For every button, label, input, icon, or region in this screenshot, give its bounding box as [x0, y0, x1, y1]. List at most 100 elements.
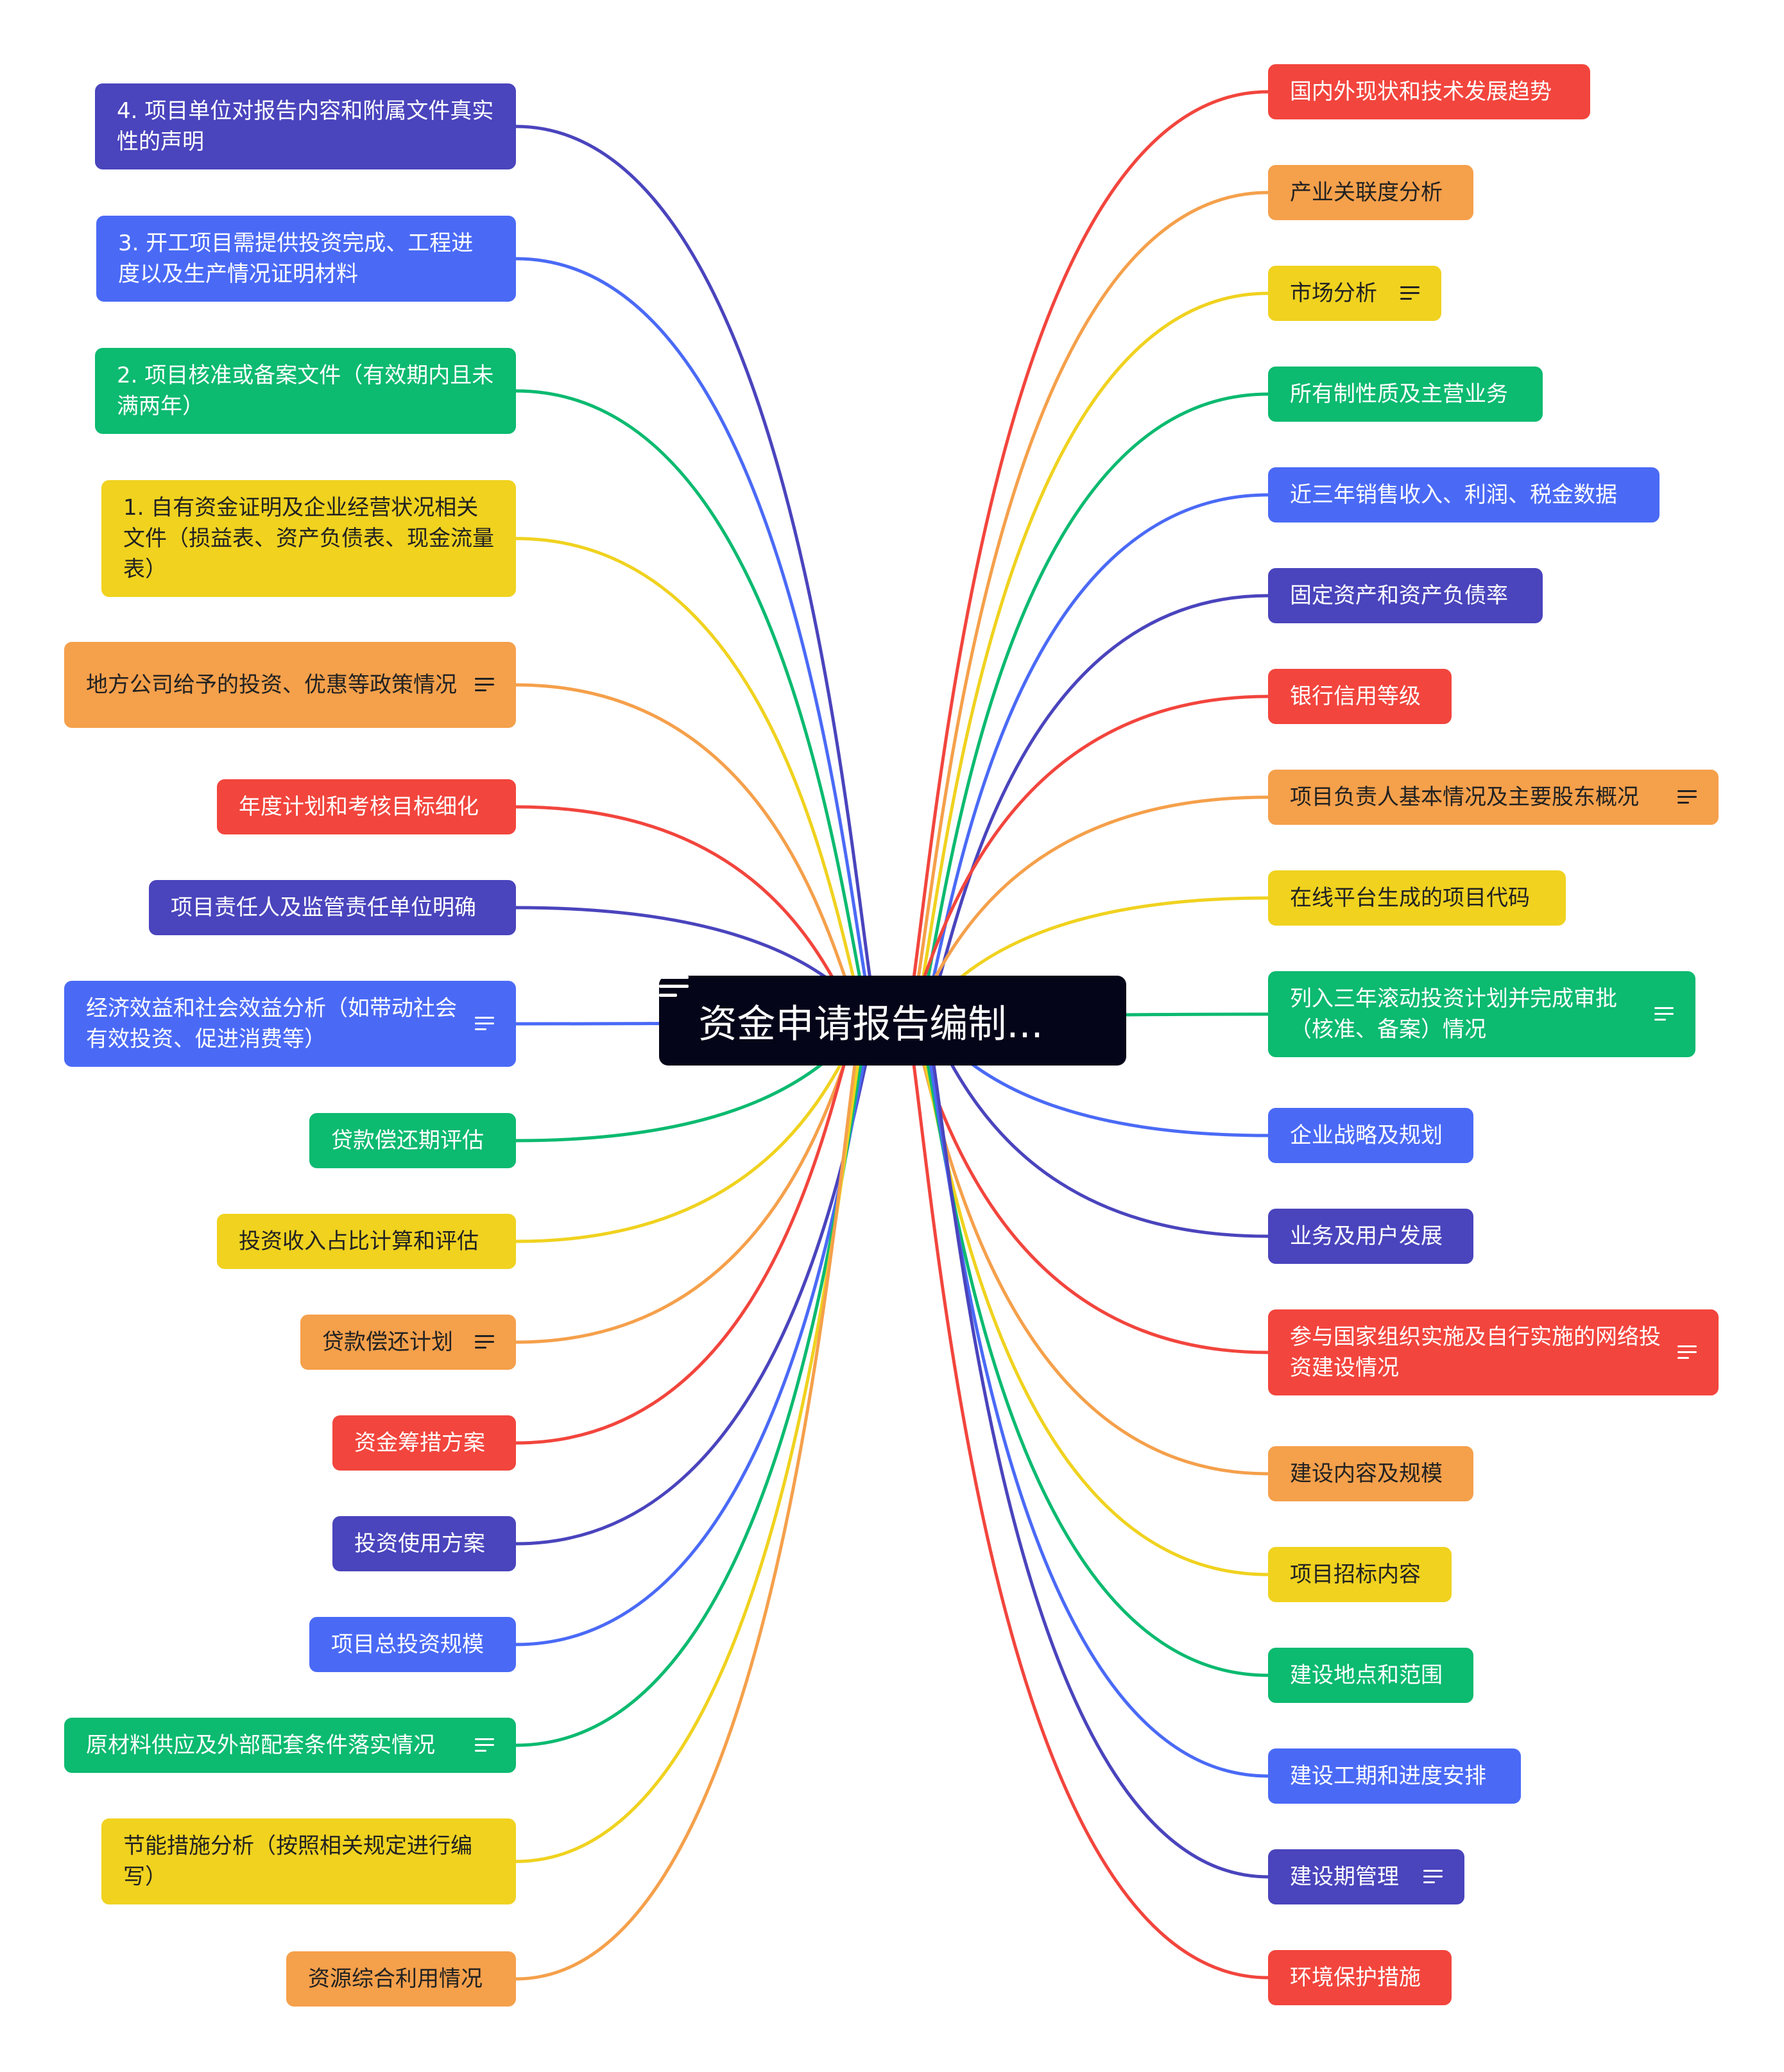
right-connector	[909, 191, 1269, 1021]
note-icon[interactable]	[1423, 1870, 1443, 1884]
right-topic[interactable]: 固定资产和资产负债率	[1268, 568, 1543, 623]
topic-label: 参与国家组织实施及自行实施的网络投资建设情况	[1290, 1324, 1661, 1381]
right-topic[interactable]: 建设地点和范围	[1268, 1648, 1473, 1703]
topic-label: 企业战略及规划	[1290, 1123, 1443, 1148]
right-topic[interactable]: 环境保护措施	[1268, 1950, 1452, 2005]
right-topic[interactable]: 建设期管理	[1268, 1849, 1464, 1904]
right-topic[interactable]: 建设内容及规模	[1268, 1446, 1473, 1501]
note-icon[interactable]	[1677, 790, 1697, 804]
left-connector	[515, 1020, 875, 1646]
right-topic[interactable]: 业务及用户发展	[1268, 1209, 1473, 1264]
topic-label: 项目总投资规模	[331, 1632, 484, 1657]
right-connector	[917, 392, 1269, 1021]
left-topic[interactable]: 2. 项目核准或备案文件（有效期内且未满两年）	[95, 348, 516, 434]
left-topic[interactable]: 投资使用方案	[332, 1516, 516, 1571]
topic-label: 4. 项目单位对报告内容和附属文件真实性的声明	[117, 98, 494, 155]
left-topic[interactable]: 贷款偿还计划	[300, 1315, 516, 1370]
left-connector	[515, 389, 871, 1021]
note-icon[interactable]	[475, 678, 494, 692]
left-topic[interactable]: 原材料供应及外部配套条件落实情况	[64, 1718, 516, 1773]
left-connector	[515, 683, 863, 1022]
left-topic[interactable]: 项目责任人及监管责任单位明确	[149, 880, 516, 935]
right-connector	[921, 493, 1269, 1021]
note-icon[interactable]	[1400, 286, 1419, 300]
right-topic[interactable]: 近三年销售收入、利润、税金数据	[1268, 467, 1660, 522]
right-topic[interactable]: 建设工期和进度安排	[1268, 1748, 1521, 1804]
topic-label: 项目招标内容	[1290, 1562, 1421, 1587]
right-topic[interactable]: 在线平台生成的项目代码	[1268, 870, 1566, 926]
topic-label: 列入三年滚动投资计划并完成审批（核准、备案）情况	[1290, 986, 1617, 1042]
left-topic[interactable]: 节能措施分析（按照相关规定进行编写）	[101, 1818, 516, 1904]
left-topic[interactable]: 项目总投资规模	[309, 1617, 516, 1672]
topic-label: 投资使用方案	[354, 1531, 485, 1557]
right-connector	[905, 90, 1269, 1021]
topic-label: 经济效益和社会效益分析（如带动社会有效投资、促进消费等）	[86, 996, 457, 1052]
note-icon[interactable]	[475, 1335, 494, 1349]
right-topic[interactable]: 项目负责人基本情况及主要股东概况	[1268, 770, 1719, 825]
topic-label: 年度计划和考核目标细化	[239, 794, 479, 820]
right-topic[interactable]: 参与国家组织实施及自行实施的网络投资建设情况	[1268, 1309, 1719, 1395]
topic-label: 贷款偿还期评估	[331, 1128, 484, 1153]
left-connector	[515, 1020, 871, 1747]
left-topic[interactable]: 4. 项目单位对报告内容和附属文件真实性的声明	[95, 83, 516, 169]
right-topic[interactable]: 市场分析	[1268, 266, 1441, 321]
topic-label: 节能措施分析（按照相关规定进行编写）	[123, 1833, 472, 1890]
note-icon[interactable]	[475, 1017, 494, 1031]
right-topic[interactable]: 银行信用等级	[1268, 669, 1452, 724]
topic-label: 项目责任人及监管责任单位明确	[171, 895, 476, 920]
left-topic[interactable]: 3. 开工项目需提供投资完成、工程进度以及生产情况证明材料	[96, 216, 516, 302]
topic-label: 在线平台生成的项目代码	[1290, 885, 1530, 911]
note-icon[interactable]	[1677, 1345, 1697, 1360]
left-connector	[515, 537, 867, 1021]
topic-label: 3. 开工项目需提供投资完成、工程进度以及生产情况证明材料	[118, 230, 474, 287]
topic-label: 产业关联度分析	[1290, 180, 1443, 205]
topic-label: 项目负责人基本情况及主要股东概况	[1290, 784, 1639, 810]
topic-label: 固定资产和资产负债率	[1290, 583, 1508, 609]
topic-label: 投资收入占比计算和评估	[239, 1229, 479, 1254]
right-connector	[917, 1020, 1269, 1677]
central-topic-title: 资金申请报告编制...	[698, 1001, 1043, 1047]
right-connector	[913, 291, 1269, 1021]
topic-label: 建设地点和范围	[1290, 1662, 1443, 1688]
left-topic[interactable]: 1. 自有资金证明及企业经营状况相关文件（损益表、资产负债表、现金流量表）	[101, 480, 516, 597]
left-topic[interactable]: 资源综合利用情况	[286, 1951, 516, 2007]
left-topic[interactable]: 年度计划和考核目标细化	[217, 779, 516, 834]
topic-label: 国内外现状和技术发展趋势	[1290, 79, 1552, 105]
note-icon[interactable]	[1654, 1007, 1674, 1021]
topic-label: 近三年销售收入、利润、税金数据	[1290, 482, 1617, 508]
right-topic[interactable]: 产业关联度分析	[1268, 165, 1473, 220]
left-topic[interactable]: 投资收入占比计算和评估	[217, 1214, 516, 1269]
note-icon[interactable]	[659, 976, 1087, 1032]
right-topic[interactable]: 国内外现状和技术发展趋势	[1268, 64, 1590, 119]
right-topic[interactable]: 企业战略及规划	[1268, 1108, 1473, 1163]
right-connector	[925, 594, 1269, 1021]
topic-label: 资金筹措方案	[354, 1430, 485, 1456]
right-connector	[913, 1020, 1269, 1576]
topic-label: 市场分析	[1290, 281, 1377, 306]
topic-label: 建设工期和进度安排	[1290, 1763, 1486, 1789]
right-topic[interactable]: 所有制性质及主营业务	[1268, 367, 1543, 422]
topic-label: 所有制性质及主营业务	[1290, 381, 1508, 407]
right-connector	[925, 1020, 1269, 1879]
left-connector	[515, 1020, 879, 1546]
right-connector	[921, 1020, 1269, 1778]
topic-label: 2. 项目核准或备案文件（有效期内且未满两年）	[117, 363, 494, 419]
central-topic[interactable]: 资金申请报告编制...	[659, 976, 1126, 1066]
topic-label: 环境保护措施	[1290, 1965, 1421, 1990]
left-connector	[515, 257, 875, 1021]
topic-label: 原材料供应及外部配套条件落实情况	[86, 1732, 435, 1758]
right-connector	[905, 1019, 1269, 1354]
left-topic[interactable]: 资金筹措方案	[332, 1415, 516, 1471]
topic-label: 建设内容及规模	[1290, 1461, 1443, 1487]
topic-label: 资源综合利用情况	[308, 1966, 483, 1992]
note-icon[interactable]	[475, 1738, 494, 1752]
topic-label: 贷款偿还计划	[322, 1329, 453, 1355]
left-topic[interactable]: 地方公司给予的投资、优惠等政策情况	[64, 642, 516, 728]
right-topic[interactable]: 列入三年滚动投资计划并完成审批（核准、备案）情况	[1268, 971, 1695, 1057]
left-topic[interactable]: 贷款偿还期评估	[309, 1113, 516, 1168]
topic-label: 业务及用户发展	[1290, 1223, 1443, 1249]
left-topic[interactable]: 经济效益和社会效益分析（如带动社会有效投资、促进消费等）	[64, 981, 516, 1067]
topic-label: 建设期管理	[1290, 1864, 1399, 1890]
right-topic[interactable]: 项目招标内容	[1268, 1547, 1452, 1602]
topic-label: 地方公司给予的投资、优惠等政策情况	[86, 672, 457, 698]
